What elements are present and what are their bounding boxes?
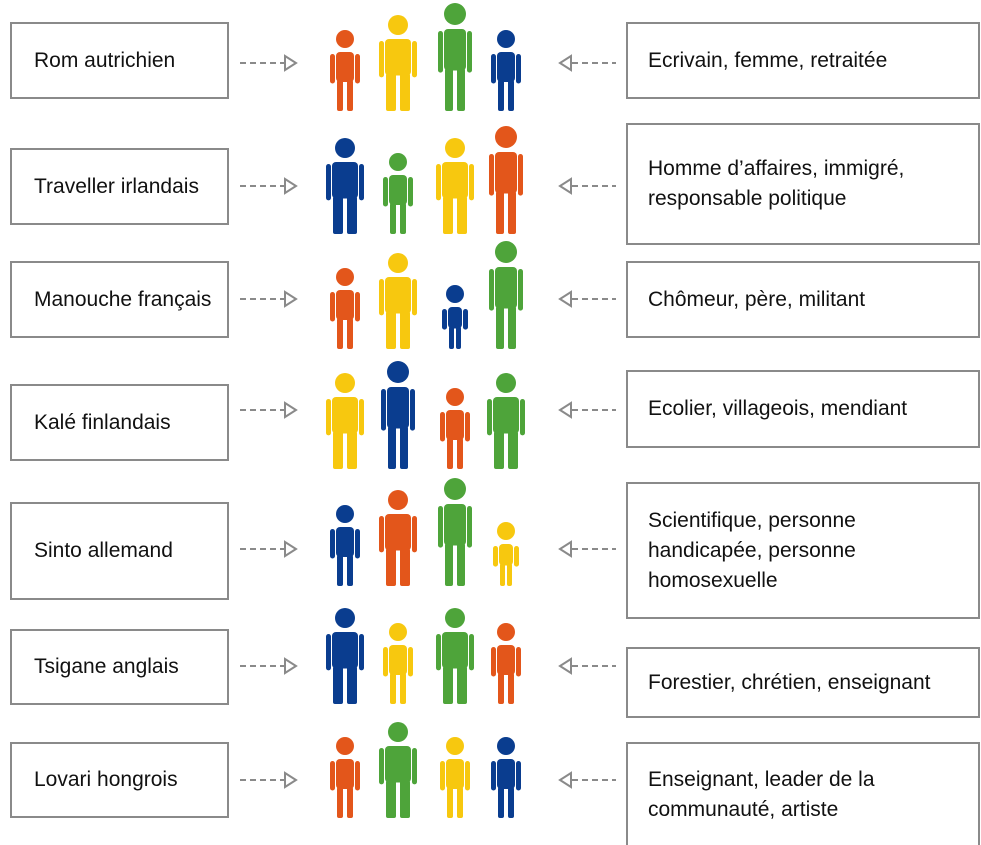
person-figure-orange [491, 623, 521, 704]
person-figure-green [487, 373, 525, 469]
person-figure-orange [330, 737, 360, 818]
left-arrow-2 [240, 177, 298, 195]
origin-label: Lovari hongrois [34, 768, 178, 791]
person-figure-green [438, 478, 472, 586]
person-figure-green [438, 3, 472, 111]
identity-label-box: Enseignant, leader de la communauté, art… [626, 742, 980, 845]
person-figure-yellow [383, 623, 413, 704]
left-arrow-1 [240, 54, 298, 72]
identity-label: Enseignant, leader de la communauté, art… [648, 767, 875, 821]
identity-label: Ecrivain, femme, retraitée [648, 48, 888, 72]
identity-label-box: Forestier, chrétien, enseignant [626, 647, 980, 718]
person-figure-orange [330, 268, 360, 349]
person-figure-green [379, 722, 417, 818]
origin-label-box: Rom autrichien [10, 22, 229, 99]
identity-label-box: Homme d’affaires, immigré, responsable p… [626, 123, 980, 245]
right-arrow-4 [558, 401, 616, 419]
person-figure-green [383, 153, 413, 234]
right-arrow-5 [558, 540, 616, 558]
origin-label: Rom autrichien [34, 48, 176, 72]
origin-label: Manouche français [34, 287, 212, 311]
person-figure-yellow [379, 253, 417, 349]
origin-label-box: Traveller irlandais [10, 148, 229, 225]
identity-label-box: Ecrivain, femme, retraitée [626, 22, 980, 99]
person-figure-blue [491, 30, 521, 111]
identity-label: Ecolier, villageois, mendiant [648, 397, 908, 420]
right-arrow-6 [558, 657, 616, 675]
identity-label: Homme d’affaires, immigré, responsable p… [648, 157, 905, 210]
person-figure-blue [491, 737, 521, 818]
origin-label: Traveller irlandais [34, 174, 199, 198]
person-figure-yellow [493, 522, 519, 586]
origin-label-box: Kalé finlandais [10, 384, 229, 461]
person-figure-orange [440, 388, 470, 469]
person-figure-blue [442, 285, 468, 349]
person-figure-blue [326, 608, 364, 704]
right-arrow-1 [558, 54, 616, 72]
person-figure-orange [489, 126, 523, 234]
identity-label: Scientifique, personne handicapée, perso… [648, 508, 856, 592]
person-figure-green [436, 608, 474, 704]
right-arrow-3 [558, 290, 616, 308]
person-figure-green [489, 241, 523, 349]
left-arrow-4 [240, 401, 298, 419]
person-figure-yellow [436, 138, 474, 234]
person-figure-blue [381, 361, 415, 469]
identity-label-box: Chômeur, père, militant [626, 261, 980, 338]
origin-label-box: Sinto allemand [10, 502, 229, 600]
left-arrow-5 [240, 540, 298, 558]
origin-label-box: Manouche français [10, 261, 229, 338]
origin-label-box: Lovari hongrois [10, 742, 229, 818]
left-arrow-3 [240, 290, 298, 308]
person-figure-blue [326, 138, 364, 234]
right-arrow-2 [558, 177, 616, 195]
person-figure-orange [379, 490, 417, 586]
identity-label-box: Ecolier, villageois, mendiant [626, 370, 980, 448]
person-figure-yellow [440, 737, 470, 818]
person-figure-yellow [379, 15, 417, 111]
identity-label: Forestier, chrétien, enseignant [648, 670, 931, 694]
left-arrow-6 [240, 657, 298, 675]
origin-label-box: Tsigane anglais [10, 629, 229, 705]
identity-label: Chômeur, père, militant [648, 287, 866, 311]
person-figure-yellow [326, 373, 364, 469]
origin-label: Sinto allemand [34, 539, 173, 562]
left-arrow-7 [240, 771, 298, 789]
origin-label: Kalé finlandais [34, 410, 171, 434]
person-figure-orange [330, 30, 360, 111]
origin-label: Tsigane anglais [34, 655, 179, 678]
identity-label-box: Scientifique, personne handicapée, perso… [626, 482, 980, 619]
person-figure-blue [330, 505, 360, 586]
right-arrow-7 [558, 771, 616, 789]
